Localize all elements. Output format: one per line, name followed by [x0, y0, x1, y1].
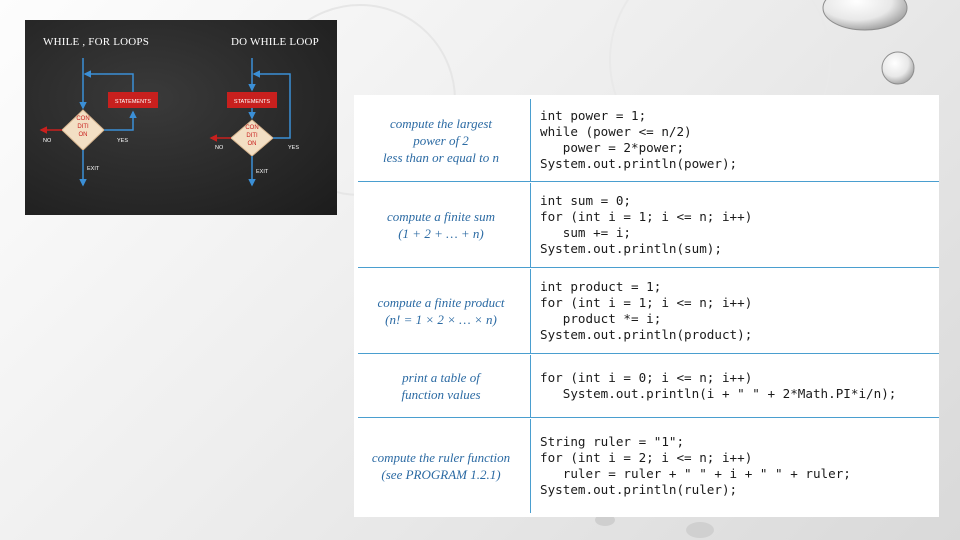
exit-label: EXIT [87, 166, 100, 172]
column-divider [530, 419, 531, 513]
while-for-title: WHILE , FOR LOOPS [43, 36, 150, 48]
row-description: compute the ruler function (see PROGRAM … [358, 419, 524, 513]
statements-box [227, 92, 277, 108]
code-line: String ruler = "1"; [540, 433, 685, 449]
yes-label: YES [117, 138, 128, 144]
table-row: compute a finite product (n! = 1 × 2 × …… [358, 269, 939, 354]
description-line: (1 + 2 + … + n) [398, 226, 484, 241]
description-line: (n! = 1 × 2 × … × n) [385, 312, 497, 327]
do-while-title: DO WHILE LOOP [231, 36, 319, 48]
condition-text-3: ON [79, 132, 88, 138]
column-divider [530, 355, 531, 417]
description-line: power of 2 [413, 132, 469, 148]
statements-box [108, 92, 158, 108]
code-line: System.out.println(sum); [540, 241, 722, 257]
code-line: power = 2*power; [540, 140, 685, 155]
row-description: compute the largest power of 2 less than… [358, 99, 524, 181]
code-line: System.out.println(power); [540, 156, 738, 172]
code-line: int power = 1; [540, 107, 647, 123]
yes-loop-arrow [252, 70, 291, 139]
row-code: for (int i = 0; i <= n; i++) System.out.… [540, 355, 939, 417]
statements-label: STATEMENTS [234, 99, 270, 105]
row-description: print a table of function values [358, 355, 524, 417]
description-line: compute the ruler function [371, 450, 511, 465]
code-line: for (int i = 1; i <= n; i++) [540, 208, 753, 224]
code-line: for (int i = 1; i <= n; i++) [540, 294, 753, 310]
do-while-flowchart: STATEMENTS CON DITI ON NO YES EXIT [209, 58, 299, 187]
no-label: NO [215, 145, 224, 151]
row-code: int sum = 0; for (int i = 1; i <= n; i++… [540, 183, 939, 267]
exit-label: EXIT [256, 169, 269, 175]
loop-flowcharts-image: WHILE , FOR LOOPS DO WHILE LOOP CON DITI… [25, 20, 337, 215]
row-description: compute a finite product (n! = 1 × 2 × …… [358, 269, 524, 353]
code-line: for (int i = 2; i <= n; i++) [540, 449, 753, 465]
row-code: String ruler = "1"; for (int i = 2; i <=… [540, 419, 939, 513]
code-line: int product = 1; [540, 278, 662, 294]
condition-text-2: DITI [77, 124, 89, 130]
description-line: compute the largest [389, 115, 493, 131]
code-line: System.out.println(ruler); [540, 482, 738, 498]
row-code: int product = 1; for (int i = 1; i <= n;… [540, 269, 939, 353]
description-line: compute a finite sum [387, 209, 495, 224]
description-line: print a table of [402, 370, 480, 385]
code-line: while (power <= n/2) [540, 123, 692, 139]
code-line: product *= i; [540, 311, 662, 326]
description-line: compute a finite product [377, 295, 505, 310]
row-code: int power = 1; while (power <= n/2) powe… [540, 99, 939, 181]
code-line: sum += i; [540, 225, 631, 240]
flowchart-diagrams: CON DITI ON STATEMENTS NO YES EXIT STATE… [39, 58, 299, 187]
condition-text-3: ON [248, 141, 257, 147]
table-row: compute the ruler function (see PROGRAM … [358, 419, 939, 513]
while-for-flowchart: CON DITI ON STATEMENTS NO YES EXIT [39, 58, 158, 187]
condition-text-1: CON [245, 125, 258, 131]
table-row: print a table of function values for (in… [358, 355, 939, 418]
column-divider [530, 99, 531, 181]
description-line: (see PROGRAM 1.2.1) [381, 467, 501, 482]
code-line: ruler = ruler + " " + i + " " + ruler; [540, 466, 851, 481]
condition-text-2: DITI [246, 133, 258, 139]
loop-examples-table: compute the largest power of 2 less than… [354, 95, 939, 517]
description-line: less than or equal to n [383, 149, 499, 165]
row-description: compute a finite sum (1 + 2 + … + n) [358, 183, 524, 267]
description-line: function values [401, 387, 481, 402]
code-line: int sum = 0; [540, 192, 631, 208]
statements-label: STATEMENTS [115, 99, 151, 105]
condition-text-1: CON [76, 116, 89, 122]
no-label: NO [43, 138, 52, 144]
loop-back-arrow [83, 70, 134, 92]
yes-arrow [104, 110, 137, 131]
column-divider [530, 183, 531, 267]
code-line: for (int i = 0; i <= n; i++) [540, 369, 753, 385]
code-line: System.out.println(i + " " + 2*Math.PI*i… [540, 386, 897, 401]
column-divider [530, 269, 531, 353]
code-line: System.out.println(product); [540, 327, 753, 343]
table-row: compute the largest power of 2 less than… [358, 99, 939, 182]
yes-label: YES [288, 145, 299, 151]
table-row: compute a finite sum (1 + 2 + … + n) int… [358, 183, 939, 268]
